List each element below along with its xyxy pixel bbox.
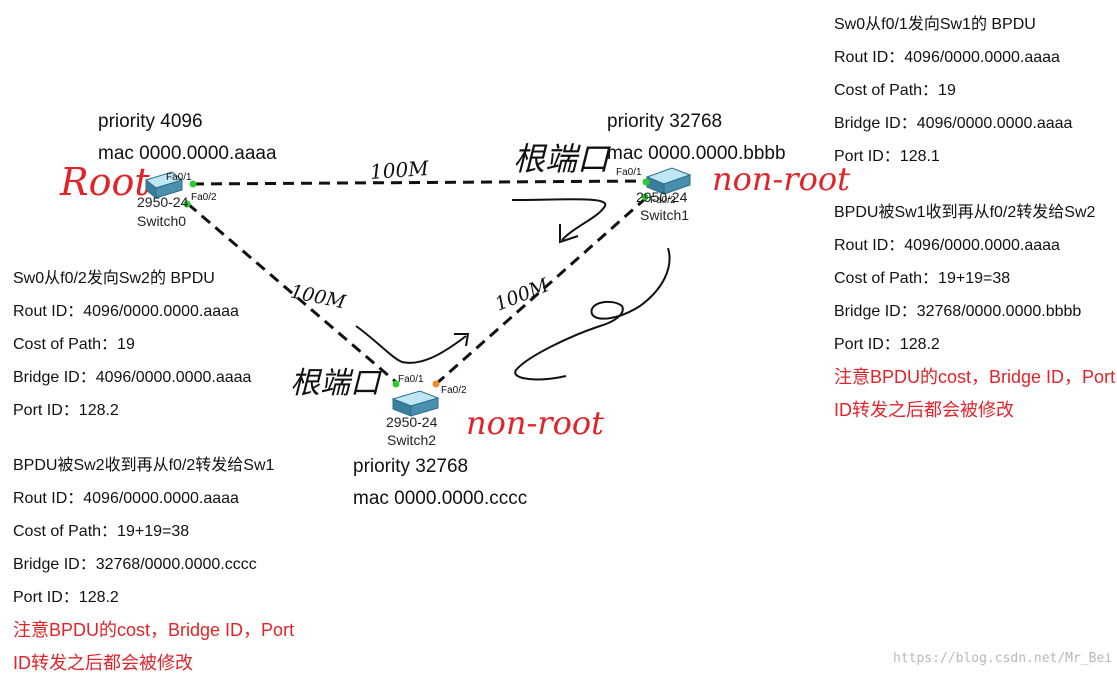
non-root-annotation-sw1: non-root [712, 160, 850, 198]
bpdu-note-line1: 注意BPDU的cost，Bridge ID，Port [834, 367, 1116, 387]
port-label-sw2-fa01: Fa0/1 [398, 374, 424, 385]
bpdu-title: BPDU被Sw2收到再从f0/2转发给Sw1 [13, 457, 275, 474]
sw2-mac: mac 0000.0000.cccc [353, 488, 528, 509]
port-dot-sw1-fa01 [642, 178, 650, 186]
bpdu-note-line2: ID转发之后都会被修改 [13, 653, 193, 673]
bpdu-root-id: Rout ID：4096/0000.0000.aaaa [834, 237, 1060, 254]
blocked-port-curve [514, 247, 671, 381]
bpdu-cost: Cost of Path：19 [13, 336, 135, 353]
sw0-mac: mac 0000.0000.aaaa [98, 143, 277, 164]
sw1-info: priority 32768 mac 0000.0000.bbbb [607, 106, 786, 170]
bpdu-bridge-id: Bridge ID：32768/0000.0000.cccc [13, 556, 257, 573]
sw1-priority: priority 32768 [607, 111, 723, 132]
bpdu-cost: Cost of Path：19+19=38 [834, 270, 1011, 287]
bpdu-port-id: Port ID：128.2 [834, 336, 940, 353]
port-dot-sw1-fa02 [641, 193, 649, 201]
bpdu-port-id: Port ID：128.2 [13, 589, 119, 606]
non-root-annotation-sw2: non-root [466, 404, 604, 442]
flow-arrow-sw0-to-sw1 [511, 198, 607, 241]
link-sw2-sw1 [435, 196, 647, 386]
sw2-info: priority 32768 mac 0000.0000.cccc [353, 451, 527, 515]
port-label-sw1-fa01: Fa0/1 [616, 167, 642, 178]
bpdu-root-id: Rout ID：4096/0000.0000.aaaa [13, 490, 239, 507]
sw1-mac: mac 0000.0000.bbbb [607, 143, 786, 164]
switch1-name: Switch1 [640, 207, 690, 223]
port-dot-sw0-fa02 [183, 200, 191, 208]
bpdu-bridge-id: Bridge ID：32768/0000.0000.bbbb [834, 303, 1082, 320]
bpdu-title: Sw0从f0/2发向Sw2的 BPDU [13, 270, 215, 287]
bpdu-root-id: Rout ID：4096/0000.0000.aaaa [13, 303, 239, 320]
port-dot-sw2-fa02 [432, 380, 440, 388]
bpdu-bridge-id: Bridge ID：4096/0000.0000.aaaa [834, 115, 1073, 132]
port-label-sw1-fa02: Fa0/2 [650, 195, 676, 206]
sw0-info: priority 4096 mac 0000.0000.aaaa [98, 106, 277, 170]
link-sw0-sw1 [192, 179, 648, 186]
flow-arrowhead-sw2 [454, 333, 470, 347]
flow-arrow-sw0-to-sw2 [355, 325, 467, 364]
port-label-sw0-fa02: Fa0/2 [191, 192, 217, 203]
bpdu-sw0-to-sw2: Sw0从f0/2发向Sw2的 BPDU Rout ID：4096/0000.00… [13, 262, 251, 427]
port-label-sw0-fa01: Fa0/1 [166, 172, 192, 183]
switch0-name: Switch0 [137, 213, 187, 229]
link-bandwidth-sw0-sw1: 100M [369, 155, 430, 185]
bpdu-note-line1: 注意BPDU的cost，Bridge ID，Port [13, 620, 295, 640]
root-port-annotation-sw1: 根端口 [513, 140, 610, 178]
bpdu-title: Sw0从f0/1发向Sw1的 BPDU [834, 16, 1036, 33]
bpdu-sw1-forward: BPDU被Sw1收到再从f0/2转发给Sw2 Rout ID：4096/0000… [834, 196, 1115, 427]
switch2-name: Switch2 [387, 432, 437, 448]
port-dot-sw0-fa01 [189, 180, 197, 188]
bpdu-cost: Cost of Path：19 [834, 82, 956, 99]
bpdu-bridge-id: Bridge ID：4096/0000.0000.aaaa [13, 369, 252, 386]
root-annotation: Root [60, 160, 150, 204]
bpdu-root-id: Rout ID：4096/0000.0000.aaaa [834, 49, 1060, 66]
root-port-annotation-sw2: 根端口 [290, 366, 380, 401]
port-label-sw2-fa02: Fa0/2 [441, 385, 467, 396]
bpdu-port-id: Port ID：128.1 [834, 148, 940, 165]
sw2-priority: priority 32768 [353, 456, 469, 477]
watermark: https://blog.csdn.net/Mr_Bei [893, 651, 1113, 666]
switch2-model: 2950-24 [386, 414, 438, 430]
flow-arrowhead-sw1 [559, 224, 579, 244]
sw0-priority: priority 4096 [98, 111, 203, 132]
bpdu-note-line2: ID转发之后都会被修改 [834, 400, 1014, 420]
bpdu-cost: Cost of Path：19+19=38 [13, 523, 190, 540]
port-dot-sw2-fa01 [392, 380, 400, 388]
switch0-model: 2950-24 [137, 194, 189, 210]
switch2-icon[interactable] [391, 390, 440, 417]
bpdu-title: BPDU被Sw1收到再从f0/2转发给Sw2 [834, 204, 1096, 221]
switch1-model: 2950-24 [636, 189, 688, 205]
bpdu-sw2-forward: BPDU被Sw2收到再从f0/2转发给Sw1 Rout ID：4096/0000… [13, 449, 294, 676]
bpdu-port-id: Port ID：128.2 [13, 402, 119, 419]
bpdu-sw0-to-sw1: Sw0从f0/1发向Sw1的 BPDU Rout ID：4096/0000.00… [834, 8, 1072, 173]
switch0-icon[interactable] [144, 171, 184, 200]
link-sw0-sw2 [187, 202, 397, 384]
